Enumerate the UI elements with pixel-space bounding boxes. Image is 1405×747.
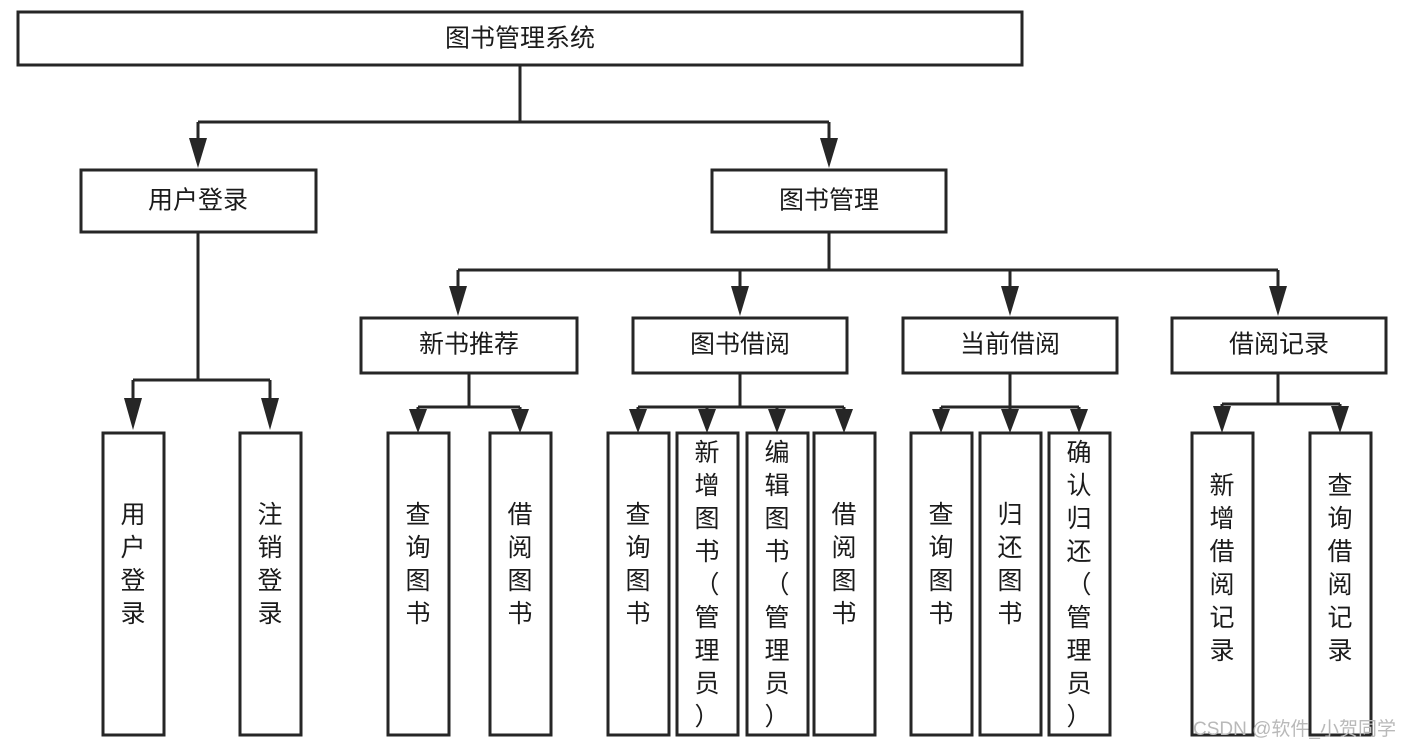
leaf-borrow-record-1-box[interactable] [1190,431,1255,737]
leaf-node[interactable]: 查询图书 [386,431,451,737]
leaf-book-borrow-3-box[interactable] [745,431,810,737]
leaf-node[interactable]: 归还图书 [978,431,1043,737]
leaf-node[interactable]: 新增借阅记录 [1190,431,1255,737]
leaf-new-book-1-label: 查询图书 [405,501,430,628]
arrow-head-to-new-book [449,286,467,316]
leaf-current-borrow-3-box[interactable] [1047,431,1112,737]
leaf-book-borrow-3-label: 编辑图书（管理员） [764,439,789,731]
arrow-head-leaf-book-borrow-2 [698,409,716,433]
arrow-head-to-current-borrow [1001,286,1019,316]
leaf-node[interactable]: 确认归还（管理员） [1047,431,1112,737]
connector-group-book-borrow [629,373,853,433]
leaf-book-borrow-4-box[interactable] [812,431,877,737]
leaf-node[interactable]: 新增图书（管理员） [675,431,740,737]
arrow-head-to-book-borrow [731,286,749,316]
connector-group-book-manage [449,232,1287,316]
arrow-head-to-user-login [189,138,207,168]
leaf-current-borrow-3-label: 确认归还（管理员） [1066,439,1091,731]
watermark-text: CSDN @软件_小贺同学 [1193,718,1396,740]
node-borrow-record-label: 借阅记录 [1229,331,1329,359]
leaf-node[interactable]: 用户登录 [101,431,166,737]
arrow-head-leaf-new-book-2 [511,409,529,433]
arrow-head-to-borrow-record [1269,286,1287,316]
leaf-user-login-1-box[interactable] [101,431,166,737]
arrow-head-leaf-book-borrow-3 [768,409,786,433]
leaf-current-borrow-2-box[interactable] [978,431,1043,737]
node-new-book-recommend-label: 新书推荐 [419,331,519,359]
node-current-borrow-box[interactable] [901,316,1119,375]
arrow-head-to-book-manage [820,138,838,168]
connector-group-current-borrow [932,373,1088,433]
arrow-head-leaf-borrow-record-2 [1331,406,1349,433]
arrow-head-leaf-user-login-1 [124,398,142,430]
arrow-head-leaf-book-borrow-4 [835,409,853,433]
node-root-label: 图书管理系统 [445,25,595,53]
leaf-node[interactable]: 借阅图书 [488,431,553,737]
leaf-node[interactable]: 编辑图书（管理员） [745,431,810,737]
leaf-current-borrow-1-box[interactable] [909,431,974,737]
node-user-login-box[interactable] [79,168,318,234]
leaf-book-borrow-2-label: 新增图书（管理员） [694,439,719,731]
leaf-borrow-record-2-label: 查询借阅记录 [1327,472,1352,665]
leaf-node[interactable]: 查询图书 [606,431,671,737]
node-root[interactable]: 图书管理系统 [16,10,1024,67]
node-root-box[interactable] [16,10,1024,67]
connector-group-borrow-record [1213,373,1349,433]
node-new-book-recommend-box[interactable] [359,316,579,375]
node-new-book-recommend[interactable]: 新书推荐 [359,316,579,375]
node-book-manage[interactable]: 图书管理 [710,168,948,234]
arrow-head-leaf-current-borrow-2 [1001,409,1019,433]
node-book-borrow-label: 图书借阅 [690,331,790,359]
node-borrow-record[interactable]: 借阅记录 [1170,316,1388,375]
node-book-borrow[interactable]: 图书借阅 [631,316,849,375]
node-borrow-record-box[interactable] [1170,316,1388,375]
leaf-node[interactable]: 查询借阅记录 [1308,431,1373,737]
leaf-book-borrow-1-label: 查询图书 [625,501,650,628]
arrow-head-leaf-book-borrow-1 [629,409,647,433]
node-current-borrow-label: 当前借阅 [960,331,1060,359]
node-book-manage-box[interactable] [710,168,948,234]
node-user-login[interactable]: 用户登录 [79,168,318,234]
leaf-new-book-2-box[interactable] [488,431,553,737]
connector-group-new-book [409,373,529,433]
arrow-head-leaf-current-borrow-3 [1070,409,1088,433]
leaf-user-login-2-box[interactable] [238,431,303,737]
leaf-book-borrow-2-box[interactable] [675,431,740,737]
leaf-current-borrow-1-label: 查询图书 [928,501,953,628]
leaf-borrow-record-1-label: 新增借阅记录 [1209,472,1234,665]
leaf-current-borrow-2-label: 归还图书 [997,501,1022,628]
arrow-head-leaf-current-borrow-1 [932,409,950,433]
leaf-book-borrow-1-box[interactable] [606,431,671,737]
leaf-new-book-2-label: 借阅图书 [507,501,532,628]
connector-group-user-login [124,232,279,430]
arrow-head-leaf-borrow-record-1 [1213,406,1231,433]
arrow-head-leaf-user-login-2 [261,398,279,430]
leaf-node[interactable]: 借阅图书 [812,431,877,737]
leaf-borrow-record-2-box[interactable] [1308,431,1373,737]
connector-group-root [189,65,838,168]
leaf-user-login-2-label: 注销登录 [257,501,282,628]
arrow-head-leaf-new-book-1 [409,409,427,433]
leaf-user-login-1-label: 用户登录 [120,501,145,628]
leaf-node[interactable]: 注销登录 [238,431,303,737]
node-current-borrow[interactable]: 当前借阅 [901,316,1119,375]
leaf-book-borrow-4-label: 借阅图书 [831,501,856,628]
node-book-manage-label: 图书管理 [779,187,879,215]
node-user-login-label: 用户登录 [148,187,248,215]
leaf-new-book-1-box[interactable] [386,431,451,737]
node-book-borrow-box[interactable] [631,316,849,375]
leaf-node[interactable]: 查询图书 [909,431,974,737]
